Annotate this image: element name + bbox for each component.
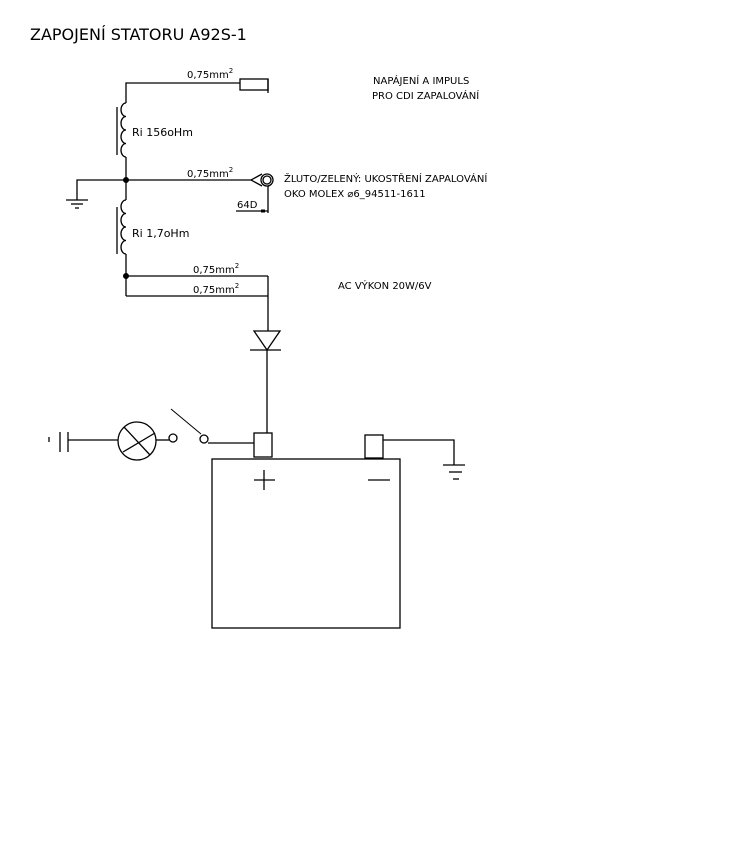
ground-eyelet-wire: [126, 173, 274, 213]
ground-symbol-right: [383, 439, 465, 480]
power-label-line2: PRO CDI ZAPALOVÁNÍ: [372, 89, 479, 102]
wire-label-middle: 0,75mm2: [187, 166, 233, 180]
top-wire: [125, 78, 269, 103]
ground-symbol-left: [66, 179, 126, 209]
upper-coil-label: Ri 156oHm: [132, 126, 193, 139]
negative-terminal: [364, 434, 384, 459]
lower-coil-label: Ri 1,7oHm: [132, 227, 189, 240]
wire-label-top: 0,75mm2: [187, 67, 233, 81]
lamp-circuit: [48, 408, 254, 461]
ground-label-line1: ŽLUTO/ZELENÝ: UKOSTŘENÍ ZAPALOVÁNÍ: [284, 172, 487, 185]
ac-output-wires: [126, 275, 269, 331]
diode-symbol: [250, 330, 282, 433]
length-label: 64D: [237, 200, 258, 211]
lower-coil: [116, 199, 127, 296]
upper-coil: [116, 102, 127, 200]
wire-label-lower1: 0,75mm2: [193, 262, 239, 276]
wire-label-lower2: 0,75mm2: [193, 282, 239, 296]
ground-label-line2: OKO MOLEX ⌀6_94511-1611: [284, 189, 426, 200]
positive-terminal: [253, 432, 273, 458]
diagram-title: ZAPOJENÍ STATORU A92S-1: [30, 25, 247, 44]
lamp-icon: [117, 421, 157, 461]
switch-icon: [170, 408, 209, 444]
power-label-line1: NAPÁJENÍ A IMPULS: [373, 74, 469, 87]
battery: [211, 432, 401, 629]
ac-output-label: AC VÝKON 20W/6V: [338, 279, 432, 292]
